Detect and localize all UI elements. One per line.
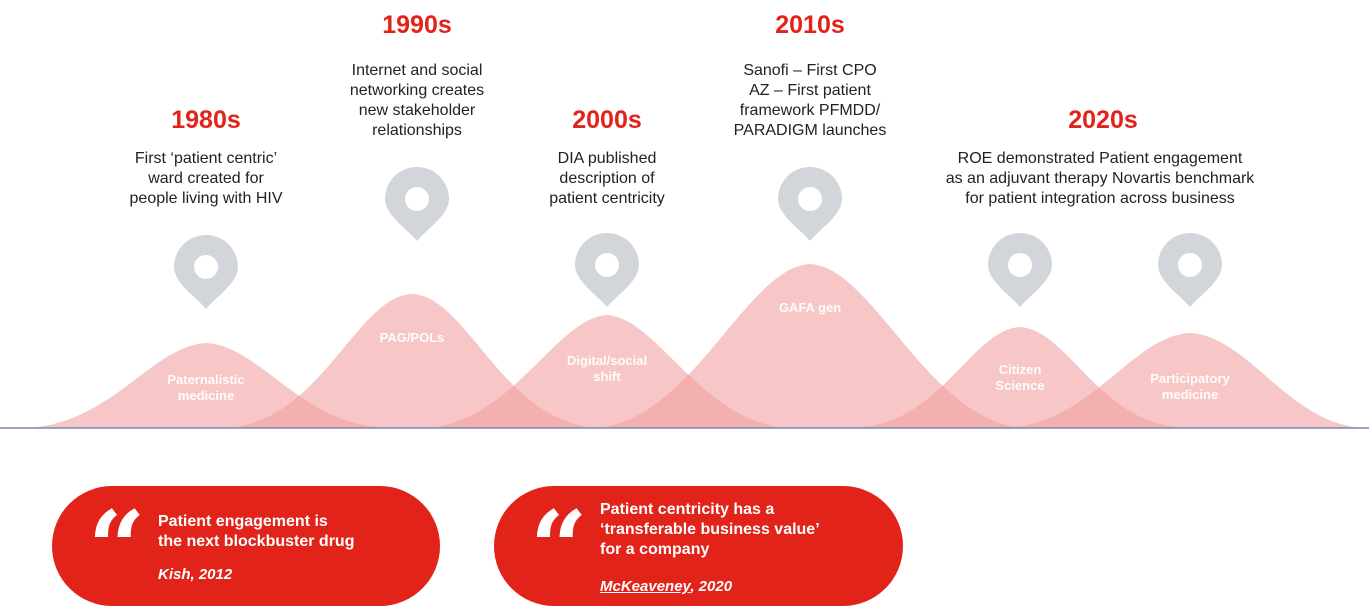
map-pin-icon [385, 167, 449, 241]
wave-label-line: medicine [177, 388, 235, 403]
map-pin-icon [988, 233, 1052, 307]
wave-label-line: Paternalistic [167, 372, 245, 387]
quote-citation: McKeaveney, 2020 [600, 578, 732, 595]
quote-citation-year: , 2020 [690, 578, 733, 595]
wave-label-line: GAFA gen [778, 300, 842, 315]
quote-mark-icon: “ [88, 489, 146, 606]
wave-label-citizen-science: Citizen Science [995, 362, 1044, 394]
quote-card-mckeaveney: “ Patient centricity has a ‘transferable… [494, 486, 903, 606]
quote-mark-icon: “ [530, 489, 588, 606]
description-line: DIA published [557, 150, 657, 167]
description-line: AZ – First patient [749, 82, 871, 99]
wave-label-gafa-gen: GAFA gen [779, 300, 841, 316]
wave-label-line: Citizen [998, 362, 1042, 377]
quote-line: for a company [600, 541, 710, 558]
wave-label-line: PAG/POLs [379, 330, 445, 345]
quote-line: ‘transferable business value’ [600, 521, 820, 538]
quote-line: the next blockbuster drug [158, 533, 355, 550]
quote-card-kish: “ Patient engagement is the next blockbu… [52, 486, 440, 606]
wave-label-line: Participatory [1150, 371, 1230, 386]
wave-label-line: medicine [1161, 387, 1219, 402]
quote-line: Patient centricity has a [600, 501, 775, 518]
map-pin-icon [1158, 233, 1222, 307]
wave-participatory-medicine [1000, 333, 1369, 428]
decade-2020s: 2020s [1068, 106, 1138, 134]
quote-text: Patient engagement is the next blockbust… [158, 512, 354, 552]
quote-line: Patient engagement is [158, 513, 328, 530]
description-line: new stakeholder [358, 102, 476, 119]
quote-citation-author: McKeaveney [600, 578, 691, 595]
description-line: people living with HIV [129, 190, 283, 207]
wave-label-line: Digital/social [566, 353, 648, 368]
decade-1990s: 1990s [382, 11, 452, 39]
description-line: ROE demonstrated Patient engagement [957, 150, 1243, 167]
description-1980s: First ‘patient centric’ ward created for… [130, 149, 283, 209]
description-line: as an adjuvant therapy Novartis benchmar… [945, 170, 1255, 187]
description-line: PARADIGM launches [733, 122, 887, 139]
map-pin-icon [778, 167, 842, 241]
map-pin-icon [575, 233, 639, 307]
description-line: Internet and social [351, 62, 483, 79]
wave-label-paternalistic-medicine: Paternalistic medicine [167, 372, 244, 404]
description-line: relationships [372, 122, 462, 139]
decade-1980s: 1980s [171, 106, 241, 134]
description-line: description of [559, 170, 655, 187]
wave-gafa-gen [590, 264, 1030, 428]
map-pin-icon [174, 235, 238, 309]
quote-text: Patient centricity has a ‘transferable b… [600, 500, 820, 560]
wave-label-line: shift [593, 369, 621, 384]
description-line: First ‘patient centric’ [134, 150, 278, 167]
description-line: networking creates [349, 82, 485, 99]
description-2020s: ROE demonstrated Patient engagement as a… [946, 149, 1255, 209]
description-2010s: Sanofi – First CPO AZ – First patient fr… [734, 61, 887, 141]
wave-label-pag-pols: PAG/POLs [380, 330, 445, 346]
wave-label-participatory-medicine: Participatory medicine [1150, 371, 1229, 403]
description-line: Sanofi – First CPO [743, 62, 877, 79]
description-line: for patient integration across business [965, 190, 1235, 207]
description-1990s: Internet and social networking creates n… [350, 61, 484, 141]
decade-2000s: 2000s [572, 106, 642, 134]
description-2000s: DIA published description of patient cen… [549, 149, 665, 209]
quote-citation: Kish, 2012 [158, 566, 233, 583]
description-line: framework PFMDD/ [739, 102, 881, 119]
description-line: patient centricity [549, 190, 665, 207]
decade-2010s: 2010s [775, 11, 845, 39]
wave-label-line: Science [995, 378, 1045, 393]
wave-label-digital-social-shift: Digital/social shift [567, 353, 647, 385]
description-line: ward created for [148, 170, 264, 187]
